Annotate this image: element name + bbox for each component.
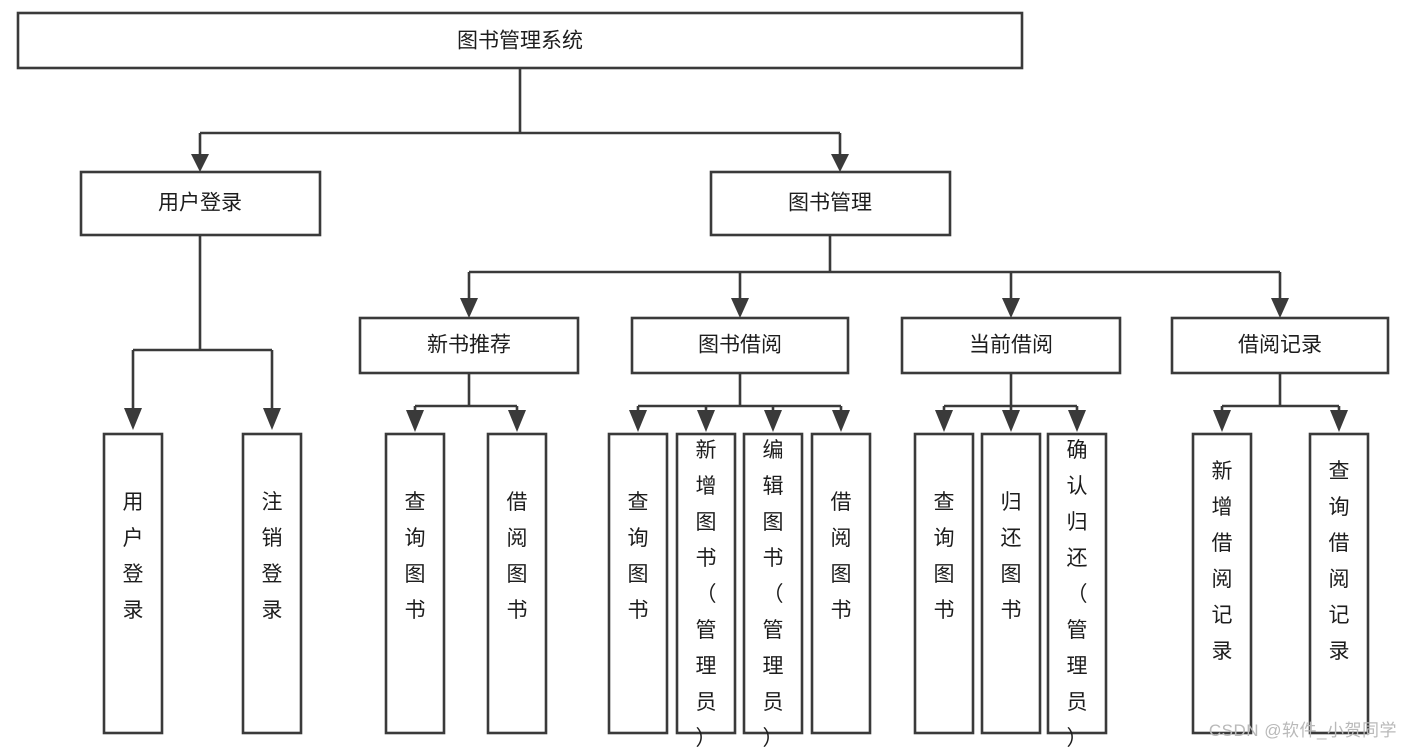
node-leaf-user-logout-label: 注销登录 [262,491,283,622]
node-leaf-query-record-box[interactable] [1308,432,1370,735]
arrow-head-leaf-query-book-2 [629,410,647,432]
node-leaf-return-book-label: 归还图书 [1001,491,1022,622]
arrow-head-leaf-user-login [124,408,142,430]
node-leaf-confirm-return[interactable]: 确认归还（管理员） [1046,432,1108,747]
node-book-manage[interactable]: 图书管理 [709,170,952,237]
arrow-head-leaf-query-book-1 [406,410,424,432]
connector-layer [124,68,1348,432]
arrow-head-leaf-query-book-3 [935,410,953,432]
node-leaf-borrow-book-2-label: 借阅图书 [831,491,852,622]
node-leaf-query-book-3[interactable]: 查询图书 [913,432,975,735]
node-leaf-query-book-1-label: 查询图书 [405,491,426,622]
arrow-head-leaf-return-book [1002,410,1020,432]
node-borrow-record-box[interactable] [1170,316,1390,375]
arrow-head-user-login [191,154,209,172]
node-leaf-borrow-book-1-label: 借阅图书 [507,491,528,622]
arrow-head-leaf-borrow-book-2 [832,410,850,432]
arrow-head-leaf-add-record [1213,410,1231,432]
node-leaf-borrow-book-2[interactable]: 借阅图书 [810,432,872,735]
arrow-head-leaf-add-book [697,410,715,432]
node-user-login[interactable]: 用户登录 [79,170,322,237]
arrow-head-leaf-borrow-book-1 [508,410,526,432]
node-new-book-recommend-label: 新书推荐 [427,334,511,357]
node-leaf-add-record[interactable]: 新增借阅记录 [1191,432,1253,735]
node-leaf-edit-book-box[interactable] [742,432,804,735]
node-leaf-query-book-3-box[interactable] [913,432,975,735]
node-leaf-edit-book[interactable]: 编辑图书（管理员） [742,432,804,747]
node-user-login-label: 用户登录 [158,192,242,215]
node-leaf-confirm-return-label: 确认归还（管理员） [1067,439,1088,747]
node-leaf-add-book-label: 新增图书（管理员） [696,439,717,747]
node-new-book-recommend[interactable]: 新书推荐 [358,316,580,375]
arrow-head-book-manage [831,154,849,172]
node-current-borrow-label: 当前借阅 [969,334,1053,357]
node-leaf-query-book-2-label: 查询图书 [628,491,649,622]
node-book-manage-label: 图书管理 [788,192,872,215]
node-leaf-add-record-label: 新增借阅记录 [1212,460,1233,663]
csdn-watermark: CSDN @软件_小贺同学 [1208,721,1397,740]
arrow-head-book-borrow [731,298,749,318]
node-leaf-confirm-return-box[interactable] [1046,432,1108,735]
node-root[interactable]: 图书管理系统 [16,11,1024,70]
node-leaf-edit-book-label: 编辑图书（管理员） [763,439,784,747]
node-leaf-add-book-box[interactable] [675,432,737,735]
node-book-borrow-label: 图书借阅 [698,334,782,357]
arrow-head-leaf-user-logout [263,408,281,430]
node-leaf-return-book[interactable]: 归还图书 [980,432,1042,735]
node-current-borrow-box[interactable] [900,316,1122,375]
node-leaf-borrow-book-2-box[interactable] [810,432,872,735]
node-leaf-borrow-book-1-box[interactable] [486,432,548,735]
node-borrow-record-label: 借阅记录 [1238,334,1322,357]
node-leaf-user-logout-box[interactable] [241,432,303,735]
node-leaf-user-login-box[interactable] [102,432,164,735]
arrow-head-leaf-edit-book [764,410,782,432]
node-book-borrow-box[interactable] [630,316,850,375]
node-leaf-user-logout[interactable]: 注销登录 [241,432,303,735]
arrow-head-leaf-query-record [1330,410,1348,432]
node-leaf-add-book[interactable]: 新增图书（管理员） [675,432,737,747]
node-leaf-query-book-2-box[interactable] [607,432,669,735]
node-leaf-query-book-2[interactable]: 查询图书 [607,432,669,735]
arrow-head-new-book-recommend [460,298,478,318]
node-leaf-user-login-label: 用户登录 [123,491,144,622]
node-leaf-query-record[interactable]: 查询借阅记录 [1308,432,1370,735]
node-leaf-query-book-1[interactable]: 查询图书 [384,432,446,735]
arrow-head-borrow-record [1271,298,1289,318]
node-book-manage-box[interactable] [709,170,952,237]
node-leaf-query-book-1-box[interactable] [384,432,446,735]
node-new-book-recommend-box[interactable] [358,316,580,375]
arrow-head-current-borrow [1002,298,1020,318]
node-leaf-query-record-label: 查询借阅记录 [1329,460,1350,663]
node-leaf-borrow-book-1[interactable]: 借阅图书 [486,432,548,735]
node-current-borrow[interactable]: 当前借阅 [900,316,1122,375]
node-root-box[interactable] [16,11,1024,70]
arrow-head-leaf-confirm-return [1068,410,1086,432]
node-leaf-return-book-box[interactable] [980,432,1042,735]
node-leaf-query-book-3-label: 查询图书 [934,491,955,622]
node-user-login-box[interactable] [79,170,322,237]
node-leaf-add-record-box[interactable] [1191,432,1253,735]
node-leaf-user-login[interactable]: 用户登录 [102,432,164,735]
node-book-borrow[interactable]: 图书借阅 [630,316,850,375]
node-root-label: 图书管理系统 [457,30,583,53]
node-borrow-record[interactable]: 借阅记录 [1170,316,1390,375]
